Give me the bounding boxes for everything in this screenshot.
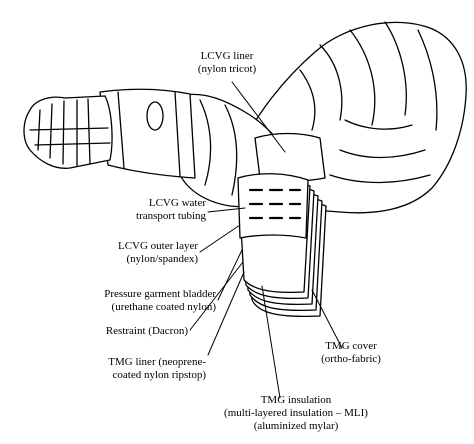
- label-tmg-cover: TMG cover (ortho-fabric): [296, 340, 406, 366]
- tubing-layer: [238, 174, 308, 238]
- glove: [24, 96, 112, 168]
- label-tmg-insulation: TMG insulation (multi-layered insulation…: [196, 394, 396, 433]
- label-lcvg-liner: LCVG liner (nylon tricot): [172, 50, 282, 76]
- leader-lcvg-outer: [200, 225, 240, 252]
- wrist-cuff: [100, 89, 195, 178]
- label-lcvg-water: LCVG water transport tubing: [80, 197, 206, 223]
- label-pressure-bladder: Pressure garment bladder (urethane coate…: [40, 288, 216, 314]
- cuff-logo: [147, 102, 163, 130]
- leader-bladder: [218, 250, 242, 300]
- label-tmg-liner: TMG liner (neoprene- coated nylon ripsto…: [50, 356, 206, 382]
- label-lcvg-outer: LCVG outer layer (nylon/spandex): [70, 240, 198, 266]
- label-restraint: Restraint (Dacron): [60, 325, 188, 338]
